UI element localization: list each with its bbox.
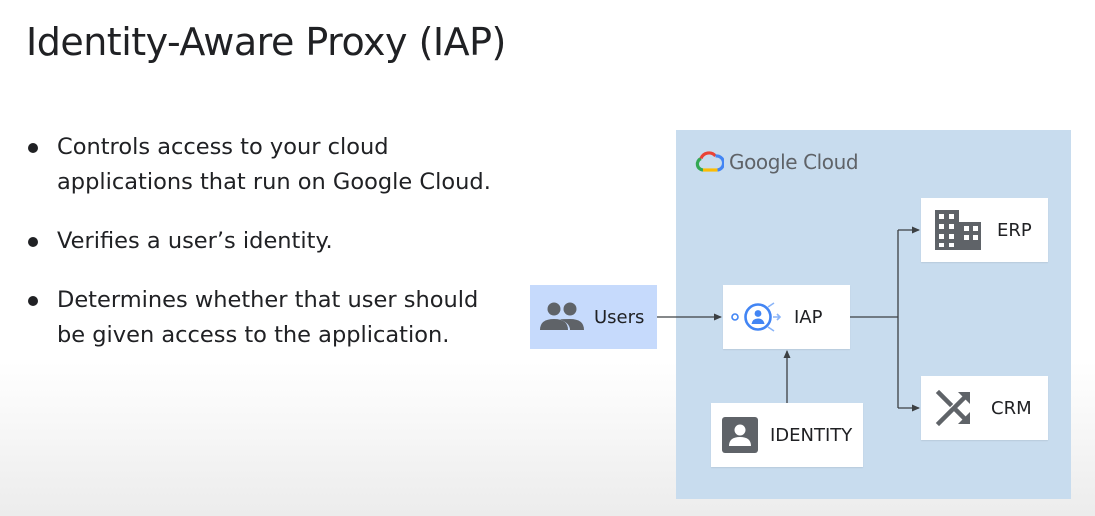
bullet-dot xyxy=(28,143,38,153)
bullet-item: Verifies a user’s identity. xyxy=(26,224,506,259)
users-label: Users xyxy=(594,306,645,328)
crm-node: CRM xyxy=(921,376,1048,440)
google-cloud-logo-icon xyxy=(695,151,724,172)
erp-node: ERP xyxy=(921,198,1048,262)
iap-icon xyxy=(731,302,782,332)
bullet-text: Controls access to your cloud applicatio… xyxy=(57,134,491,195)
bullet-dot xyxy=(28,237,38,247)
people-icon xyxy=(540,302,584,330)
bullet-text: Verifies a user’s identity. xyxy=(57,228,333,254)
erp-label: ERP xyxy=(997,219,1032,241)
identity-label: IDENTITY xyxy=(770,424,853,446)
bullet-text: Determines whether that user should be g… xyxy=(57,287,479,348)
bullet-dot xyxy=(28,296,38,306)
identity-node: IDENTITY xyxy=(711,403,863,467)
building-icon xyxy=(935,210,981,250)
bullet-list: Controls access to your cloud applicatio… xyxy=(26,130,506,377)
crm-label: CRM xyxy=(991,397,1032,419)
bullet-item: Determines whether that user should be g… xyxy=(26,283,506,353)
google-cloud-label: Google Cloud xyxy=(729,150,859,174)
google-cloud-brand: Google Cloud xyxy=(694,147,859,177)
bullet-item: Controls access to your cloud applicatio… xyxy=(26,130,506,200)
iap-label: IAP xyxy=(794,306,823,328)
contact-card-icon xyxy=(722,417,758,453)
slide-title: Identity-Aware Proxy (IAP) xyxy=(26,20,506,64)
shuffle-icon xyxy=(935,389,970,427)
iap-node: IAP xyxy=(723,285,850,349)
users-node: Users xyxy=(530,285,657,349)
